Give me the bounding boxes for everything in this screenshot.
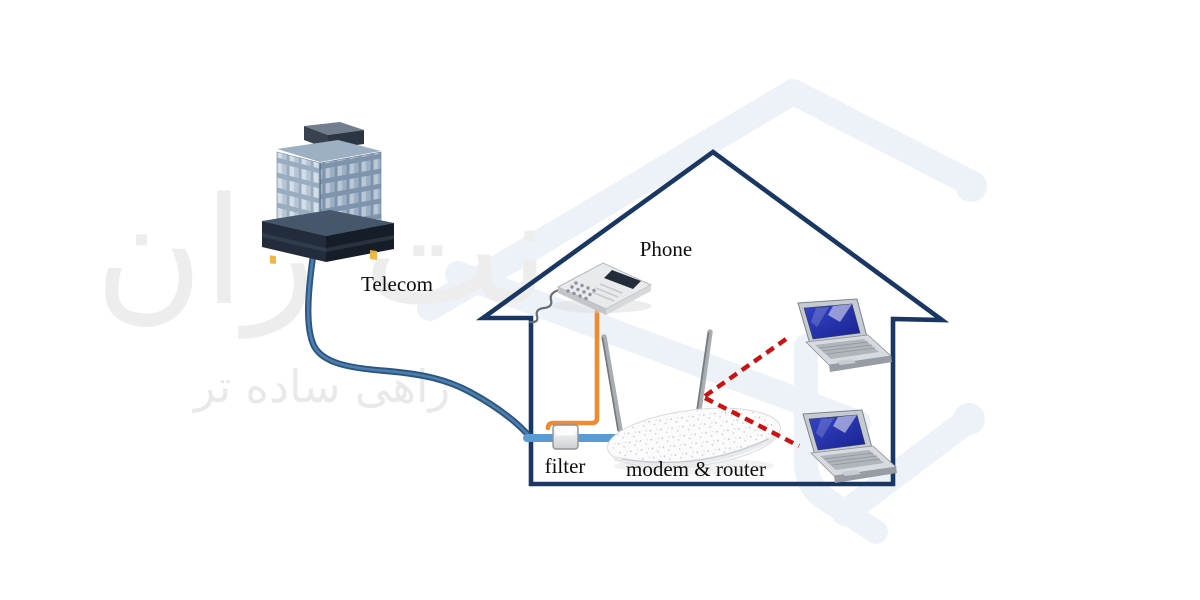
- house-outline: [475, 149, 950, 487]
- background-circuit-traces: [417, 79, 987, 544]
- antenna-left: [601, 334, 623, 433]
- telephone-line-cable: [305, 252, 534, 441]
- wifi-modem-router-icon: [601, 329, 781, 474]
- laptop-icon-1: [797, 298, 892, 372]
- wifi-links: [703, 335, 801, 448]
- modem-router-label: modem & router: [626, 457, 766, 481]
- phone-label: Phone: [640, 237, 693, 261]
- labels: Telecom Phone filter modem & router: [361, 237, 766, 481]
- desk-phone-icon: [528, 262, 653, 324]
- wifi-link-laptop-1: [703, 335, 791, 398]
- telecom-label: Telecom: [361, 272, 433, 296]
- filter-label: filter: [545, 454, 586, 478]
- wifi-link-laptop-2: [703, 396, 801, 448]
- office-building-icon: [262, 122, 394, 265]
- phone-cable: [545, 300, 600, 431]
- dsl-filter-box: [552, 424, 579, 450]
- antenna-right: [694, 329, 713, 427]
- watermark-tagline: راهی ساده تر: [192, 360, 450, 413]
